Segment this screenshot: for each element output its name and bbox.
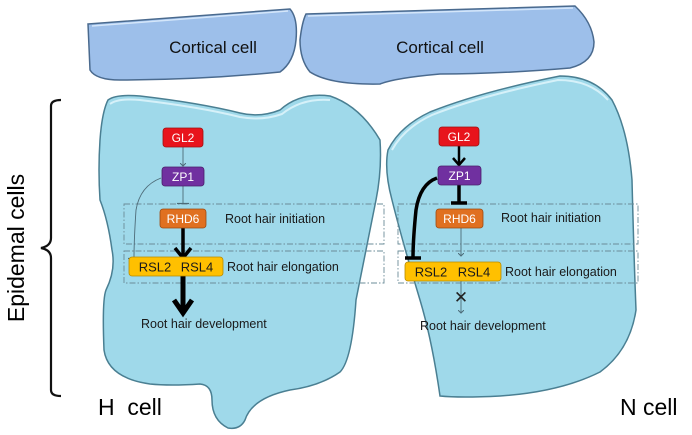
epidermal-cells-label: Epidemal cells [3, 174, 29, 322]
h-gene-rhd6: RHD6 [159, 208, 207, 229]
n-initiation-label: Root hair initiation [501, 211, 601, 225]
h-rsl-to-development-arrow [171, 276, 195, 318]
n-gl2-to-zp1-arrow [452, 146, 466, 167]
n-gene-zp1: ZP1 [437, 165, 482, 186]
h-elongation-label: Root hair elongation [227, 260, 339, 274]
h-initiation-label: Root hair initiation [225, 212, 325, 226]
n-rsl4-label: RSL4 [458, 265, 491, 280]
n-rsl2-label: RSL2 [415, 265, 448, 280]
n-elongation-label: Root hair elongation [505, 265, 617, 279]
cortical-cell-left: Cortical cell [87, 8, 298, 81]
n-zp1-to-rhd6-repress [451, 185, 467, 205]
h-cell: GL2 ZP1 RHD6 RSL2 RSL4 Root hair initiat… [98, 94, 385, 430]
n-zp1-to-rsl-repress [405, 176, 438, 260]
h-gene-rsl2-rsl4: RSL2 RSL4 [128, 256, 224, 277]
epidermal-bracket [40, 98, 62, 398]
n-rhd6-label: RHD6 [443, 212, 476, 226]
n-zone-elongation [397, 250, 639, 284]
h-gene-gl2: GL2 [162, 127, 204, 148]
cortical-cell-right-label: Cortical cell [396, 38, 484, 57]
cortical-cell-right: Cortical cell [299, 5, 595, 85]
h-rhd6-label: RHD6 [167, 212, 200, 226]
n-blocked-marker: ✕ [454, 288, 468, 307]
n-outcome-label: Root hair development [420, 319, 546, 333]
h-zp1-label: ZP1 [172, 170, 194, 184]
n-gene-rhd6: RHD6 [435, 208, 484, 229]
n-gene-gl2: GL2 [438, 126, 480, 147]
n-cell-label: N cell [620, 394, 678, 420]
n-zp1-label: ZP1 [448, 169, 470, 183]
h-gene-zp1: ZP1 [161, 166, 205, 187]
n-cell: ✕ GL2 ZP1 RHD6 RSL2 RSL4 Root hair initi… [385, 75, 639, 398]
n-gene-rsl2-rsl4: RSL2 RSL4 [404, 261, 502, 282]
h-cell-label: H cell [98, 394, 162, 420]
n-gl2-label: GL2 [448, 130, 471, 144]
h-rsl2-label: RSL2 [139, 260, 172, 275]
h-zone-elongation [123, 250, 385, 284]
h-rsl4-label: RSL4 [181, 260, 214, 275]
h-zp1-to-rsl-repress [133, 177, 162, 259]
h-outcome-label: Root hair development [141, 317, 267, 331]
cortical-cell-left-label: Cortical cell [169, 38, 257, 57]
n-zone-initiation [397, 203, 639, 245]
h-gl2-label: GL2 [172, 131, 195, 145]
h-zone-initiation [123, 203, 385, 245]
